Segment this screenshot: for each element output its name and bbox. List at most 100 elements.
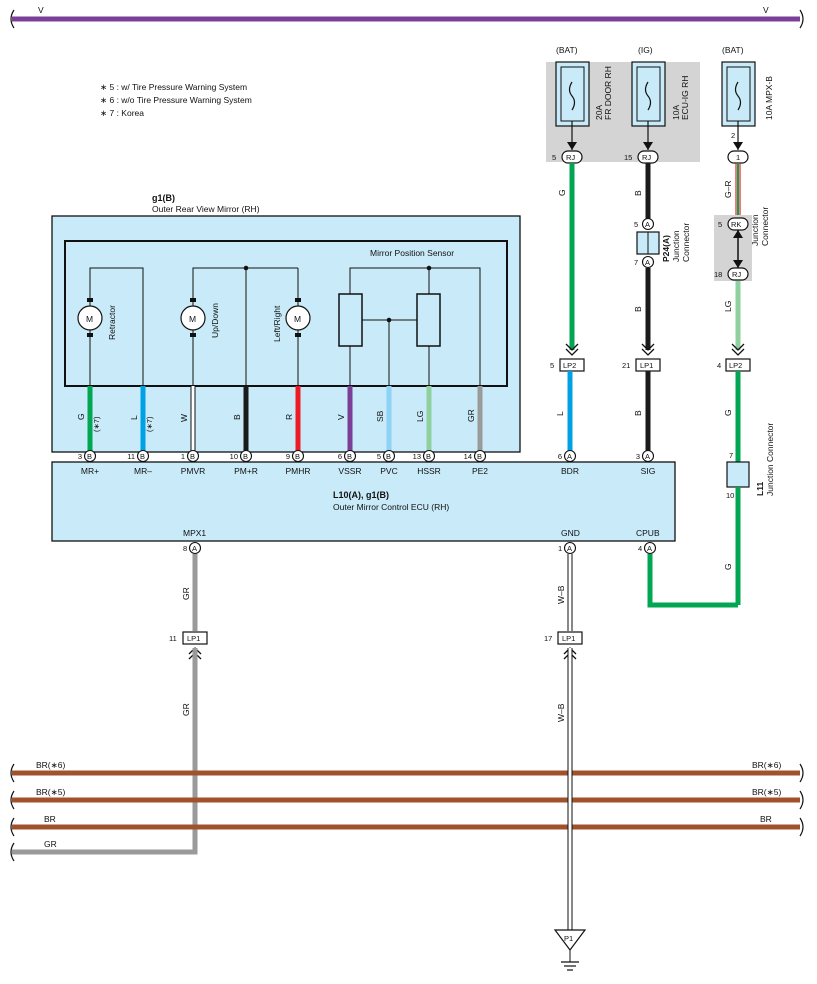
connector-lp1 [557, 631, 583, 645]
p24-title: P24(A) [661, 235, 671, 262]
svg-text:BR(∗5): BR(∗5) [752, 787, 781, 797]
svg-text:G–R: G–R [723, 181, 733, 198]
pin-name: MR– [134, 466, 152, 476]
pin-connector-circle [136, 449, 150, 463]
svg-text:Junction: Junction [671, 230, 681, 262]
pin-connector-letter: B [243, 452, 248, 461]
svg-text:W: W [179, 414, 189, 422]
ecu-title: L10(A), g1(B) [333, 490, 389, 500]
pin-number: 10 [230, 452, 238, 461]
svg-text:BR: BR [760, 814, 772, 824]
svg-text:M: M [294, 314, 301, 324]
svg-text:LG: LG [723, 301, 733, 312]
ecu-top-pins: B3MR+B11MR–B1PMVRB10PM+RB9PMHRB6VSSRB5PV… [78, 449, 655, 476]
wire-label-g: G [557, 189, 567, 196]
pin-name: PE2 [472, 466, 488, 476]
svg-text:GR: GR [44, 839, 57, 849]
svg-text:LP1: LP1 [562, 634, 575, 643]
fuse-1-source: (BAT) [556, 45, 578, 55]
pin-fuse3: 2 [731, 131, 735, 140]
fuse-ecu-ig-rh: (IG) 10A ECU-IG RH [631, 45, 690, 127]
svg-text:∗ 6 : w/o Tire Pressure Warnin: ∗ 6 : w/o Tire Pressure Warning System [100, 95, 252, 105]
svg-text:A: A [647, 544, 652, 553]
pin-name: VSSR [338, 466, 361, 476]
pin-connector-letter: A [645, 452, 650, 461]
motor-icon [180, 305, 206, 331]
pin-connector-circle [83, 449, 97, 463]
pin-connector-letter: B [87, 452, 92, 461]
svg-text:W–B: W–B [556, 703, 566, 722]
svg-text:RJ: RJ [732, 270, 741, 279]
pin-connector-circle [422, 449, 436, 463]
svg-text:(∗7): (∗7) [92, 416, 101, 432]
svg-text:G: G [76, 413, 86, 420]
fuse-1-rating: 20A [594, 105, 604, 120]
pin-connector-letter: B [477, 452, 482, 461]
svg-text:10: 10 [726, 491, 734, 500]
pin-connector-circle [641, 449, 655, 463]
svg-text:21: 21 [622, 361, 630, 370]
fuse-3-name: MPX-B [764, 76, 774, 103]
mirror-position-sensor-label: Mirror Position Sensor [370, 248, 454, 258]
svg-text:10A MPX-B: 10A MPX-B [764, 76, 774, 120]
svg-text:11: 11 [169, 634, 177, 643]
svg-text:M: M [86, 314, 93, 324]
motor-icon [285, 305, 311, 331]
notes: ∗ 5 : w/ Tire Pressure Warning System ∗ … [100, 82, 252, 118]
pin-rj-1: 5 [552, 153, 556, 162]
svg-text:17: 17 [544, 634, 552, 643]
pin-number: 6 [558, 452, 562, 461]
pin-name: PMHR [285, 466, 310, 476]
pin-number: 5 [377, 452, 381, 461]
note-2: 6 : w/o Tire Pressure Warning System [109, 95, 251, 105]
svg-text:4: 4 [717, 361, 721, 370]
svg-text:RJ: RJ [642, 153, 651, 162]
fuse-icon [568, 81, 576, 111]
pin-number: 11 [127, 452, 135, 461]
svg-text:BR: BR [44, 814, 56, 824]
svg-text:Connector: Connector [681, 223, 691, 262]
svg-text:∗ 7 : Korea: ∗ 7 : Korea [100, 108, 144, 118]
svg-text:L: L [555, 411, 565, 416]
pin-connector-circle [291, 449, 305, 463]
svg-text:M: M [189, 314, 196, 324]
svg-text:7: 7 [634, 258, 638, 267]
pin-number: 3 [78, 452, 82, 461]
junction-connector-l11 [726, 461, 750, 488]
note-1: 5 : w/ Tire Pressure Warning System [109, 82, 247, 92]
ecu-subtitle: Outer Mirror Control ECU (RH) [333, 502, 449, 512]
mirror-title: g1(B) [152, 193, 175, 203]
pin-connector-letter: B [347, 452, 352, 461]
svg-text:P1: P1 [564, 934, 573, 943]
pin-connector-letter: A [567, 452, 572, 461]
pin-name: MR+ [81, 466, 99, 476]
pin-connector-circle [563, 449, 577, 463]
svg-text:8: 8 [183, 544, 187, 553]
svg-text:Junction Connector: Junction Connector [765, 423, 775, 496]
svg-text:G: G [723, 563, 733, 570]
svg-text:LP1: LP1 [187, 634, 200, 643]
svg-text:B: B [633, 410, 643, 416]
svg-text:RK: RK [731, 220, 741, 229]
fuse-3-source: (BAT) [722, 45, 744, 55]
connector-lp1 [182, 631, 208, 645]
pin-name: PMVR [181, 466, 206, 476]
fuse-fr-door-rh: (BAT) 20A FR DOOR RH [555, 45, 613, 127]
pin-name: HSSR [417, 466, 441, 476]
top-bus-left-label: V [38, 5, 44, 15]
svg-text:18: 18 [714, 270, 722, 279]
left-right-label: Left/Right [272, 305, 282, 342]
fuse-1-name: FR DOOR RH [603, 66, 613, 120]
svg-text:∗ 5 : w/ Tire Pressure Warning: ∗ 5 : w/ Tire Pressure Warning System [100, 82, 247, 92]
pin-connector-letter: B [295, 452, 300, 461]
connector-rj [727, 267, 749, 281]
fuse-2-source: (IG) [638, 45, 653, 55]
svg-text:BR(∗5): BR(∗5) [36, 787, 65, 797]
pin-rj-2: 15 [624, 153, 632, 162]
svg-text:LP2: LP2 [563, 361, 576, 370]
pin-name: BDR [561, 466, 579, 476]
pin-name-gnd: GND [561, 528, 580, 538]
svg-text:V: V [336, 414, 346, 420]
pin-number: 3 [636, 452, 640, 461]
